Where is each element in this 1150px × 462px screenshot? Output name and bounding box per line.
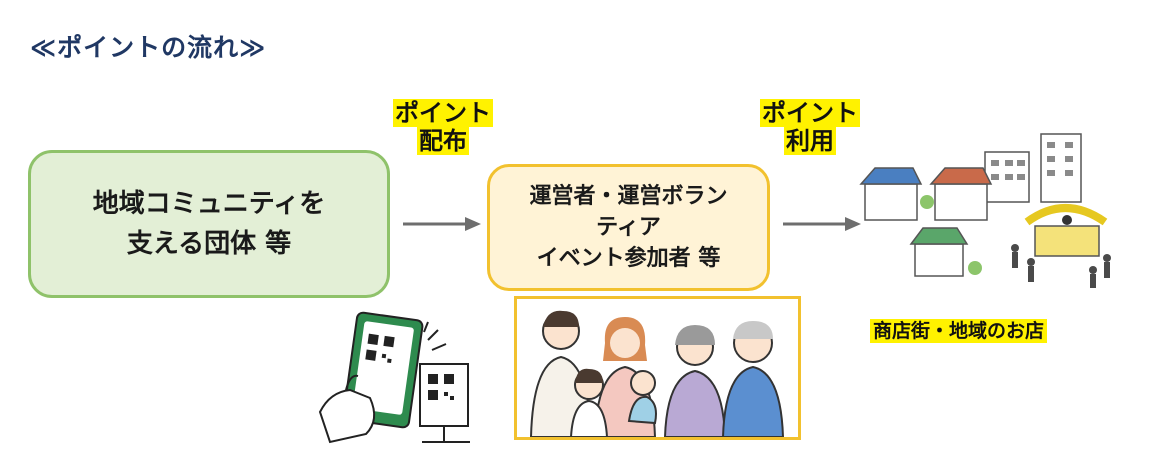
- arrow-right-icon: [783, 217, 861, 231]
- participants-box: 運営者・運営ボラン ティア イベント参加者 等: [487, 164, 770, 291]
- community-group-line2: 支える団体 等: [126, 229, 292, 259]
- community-group-box: 地域コミュニティを 支える団体 等: [28, 150, 390, 298]
- shops-label-text: 商店街・地域のお店: [870, 319, 1048, 343]
- arrow-right-icon: [403, 217, 481, 231]
- family-people-icon: [529, 310, 785, 437]
- point-distribute-line2: 配布: [417, 127, 469, 155]
- community-group-line1: 地域コミュニティを: [92, 189, 326, 219]
- smartphone-qr-icon: [318, 311, 470, 444]
- participants-line1: 運営者・運営ボラン: [529, 184, 728, 209]
- point-distribute-line1: ポイント: [393, 99, 493, 127]
- page-title: ≪ポイントの流れ≫: [30, 33, 267, 62]
- participants-illustration-frame: [514, 296, 801, 440]
- participants-line3: イベント参加者 等: [536, 246, 721, 271]
- point-use-line1: ポイント: [760, 99, 860, 127]
- shops-label: 商店街・地域のお店: [870, 316, 1048, 343]
- point-distribute-label: ポイント 配布: [385, 99, 501, 155]
- point-use-label: ポイント 利用: [752, 99, 868, 155]
- participants-line2: ティア: [596, 215, 661, 240]
- shopping-street-icon: [859, 133, 1111, 288]
- point-use-line2: 利用: [784, 127, 836, 155]
